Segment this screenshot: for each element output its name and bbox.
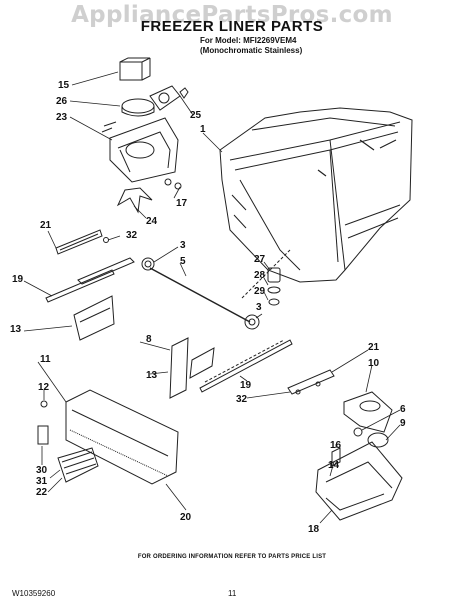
left-slide-rails: [45, 229, 135, 341]
callout-15: 15: [58, 80, 70, 91]
callout-27: 27: [254, 254, 266, 265]
callout-29: 29: [254, 286, 266, 297]
callout-11: 11: [40, 354, 51, 365]
model-description: (Monochromatic Stainless): [200, 46, 303, 55]
damper-parts: [267, 267, 281, 306]
callout-14: 14: [328, 460, 340, 471]
callout-32-right: 32: [236, 394, 248, 405]
callout-22: 22: [36, 487, 48, 498]
fan-housing-assembly: [101, 57, 189, 214]
middle-rails: [169, 337, 293, 399]
page-number: 11: [228, 589, 237, 598]
watermark-text: AppliancePartsPros.com: [71, 2, 393, 28]
rod-and-gears: [141, 249, 291, 330]
callout-12: 12: [38, 382, 50, 393]
callout-5: 5: [180, 256, 186, 267]
model-info: For Model: MFI2269VEM4 (Monochromatic St…: [200, 36, 302, 56]
callout-13-left: 13: [10, 324, 22, 335]
callout-24: 24: [146, 216, 158, 227]
document-number: W10359260: [12, 589, 56, 598]
callout-21-right: 21: [368, 342, 380, 353]
freezer-liner: [219, 107, 413, 283]
page-title: FREEZER LINER PARTS: [140, 18, 324, 35]
callout-21-left: 21: [40, 220, 52, 231]
callout-20: 20: [180, 512, 192, 523]
callout-9: 9: [400, 418, 406, 429]
callout-18: 18: [308, 524, 320, 535]
callout-13-middle: 13: [146, 370, 158, 381]
callout-31: 31: [36, 476, 48, 487]
callout-25: 25: [190, 110, 202, 121]
cover-panel: [37, 389, 179, 485]
callout-17: 17: [176, 198, 188, 209]
callout-28: 28: [254, 270, 266, 281]
callout-19-middle: 19: [240, 380, 252, 391]
callout-23: 23: [56, 112, 68, 123]
ordering-note: FOR ORDERING INFORMATION REFER TO PARTS …: [137, 554, 327, 560]
leader-lines: [23, 71, 401, 524]
right-rail: [287, 369, 335, 395]
callout-30: 30: [36, 465, 48, 476]
callout-3-top: 3: [180, 240, 186, 251]
lower-right-housing: [315, 391, 403, 521]
callout-1: 1: [200, 124, 206, 135]
callout-3-bottom: 3: [256, 302, 262, 313]
callout-26: 26: [56, 96, 68, 107]
callout-8: 8: [146, 334, 152, 345]
callout-6: 6: [400, 404, 406, 415]
model-line: For Model: MFI2269VEM4: [200, 36, 297, 45]
callout-19-left: 19: [12, 274, 24, 285]
callout-16: 16: [330, 440, 342, 451]
callout-10: 10: [368, 358, 380, 369]
callout-32-left: 32: [126, 230, 138, 241]
